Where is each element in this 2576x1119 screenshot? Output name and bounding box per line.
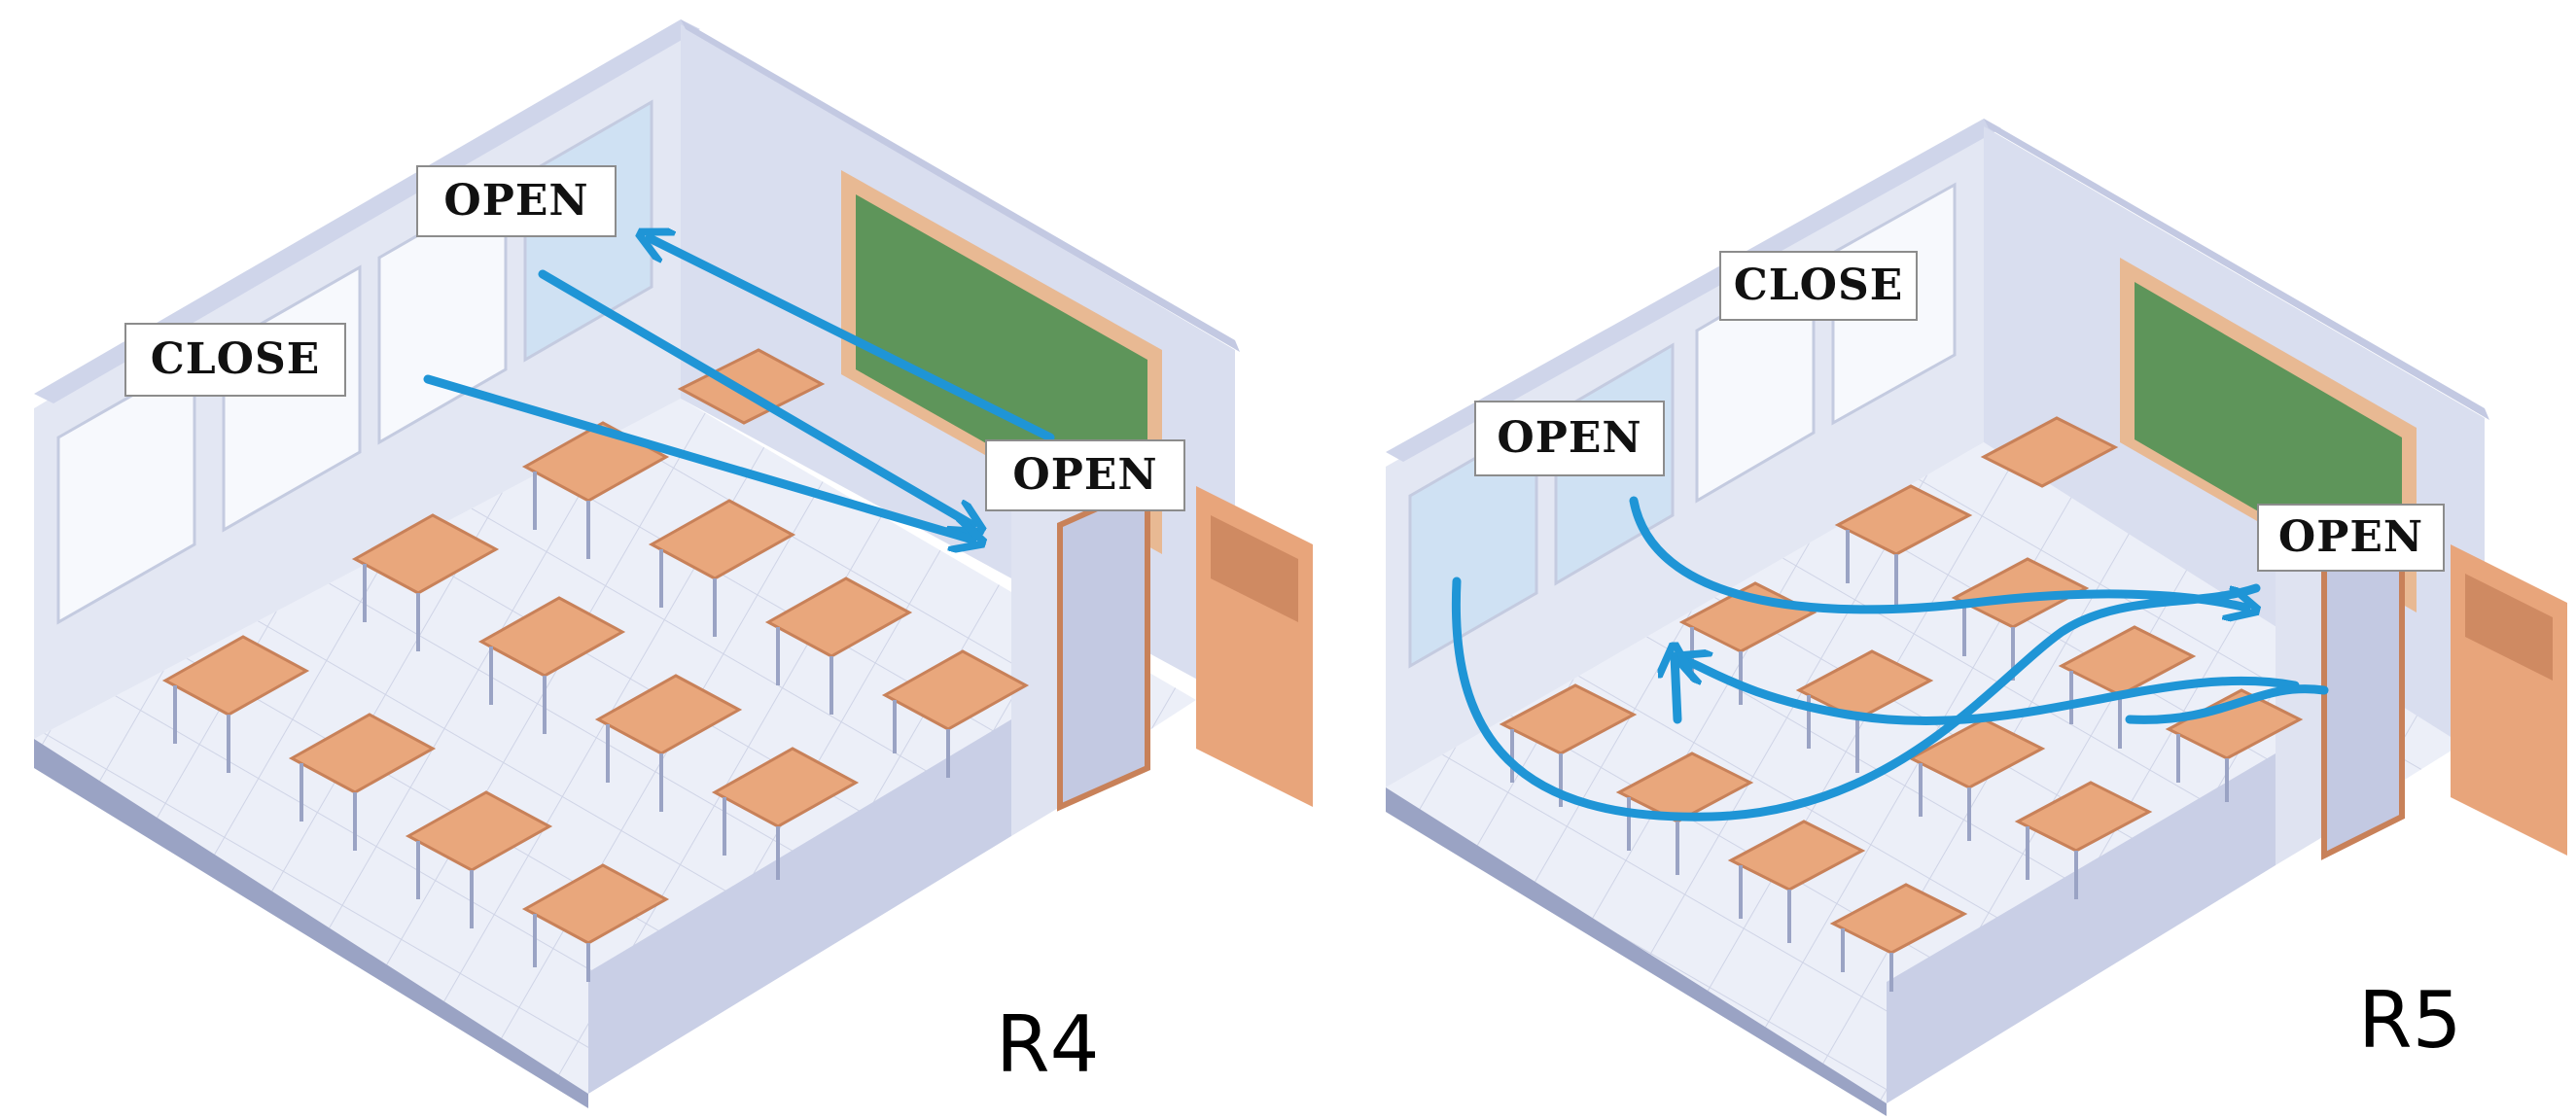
airflow-arrow [538, 269, 972, 525]
airflow-arrow [1629, 496, 2246, 610]
door-panel [2465, 574, 2553, 681]
front-pillar [2276, 530, 2324, 865]
floor-edge [34, 739, 588, 1108]
airflow-arrow [650, 238, 1055, 442]
floor [1386, 442, 2470, 1103]
room-r5 [1386, 119, 2567, 1116]
room-r4 [34, 19, 1313, 1108]
board-wall-top [681, 19, 1240, 352]
airflow-arrow [1451, 577, 2261, 822]
front-pillar [1011, 491, 1060, 836]
door-frame [2321, 520, 2405, 860]
airflow-arrow [423, 374, 972, 540]
airflow-arrow [1675, 656, 1677, 724]
window-state-label: CLOSE [1719, 251, 1918, 321]
door-state-label: OPEN [985, 439, 1185, 511]
airflow-arrow [2125, 684, 2329, 724]
room-label: R4 [996, 999, 1100, 1090]
floor [34, 399, 1196, 1094]
front-wall [1887, 753, 2276, 1103]
front-wall [588, 719, 1011, 1094]
room-label: R5 [2358, 975, 2462, 1066]
door-panel [1211, 515, 1298, 622]
desks [1499, 416, 2304, 992]
window-wall-top [34, 19, 700, 403]
window-state-label: CLOSE [124, 323, 346, 397]
board-wall-top [1984, 119, 2489, 420]
door-state-label: OPEN [2257, 504, 2445, 572]
window-wall-top [1386, 119, 2001, 462]
window-state-label: OPEN [1474, 401, 1665, 476]
airflow-arrows [1451, 496, 2329, 822]
window-state-label: OPEN [416, 165, 617, 237]
floor-edge [1386, 787, 1887, 1116]
airflow-arrows [423, 238, 1055, 540]
door-frame [1057, 481, 1150, 812]
airflow-arrow [1687, 661, 2300, 725]
